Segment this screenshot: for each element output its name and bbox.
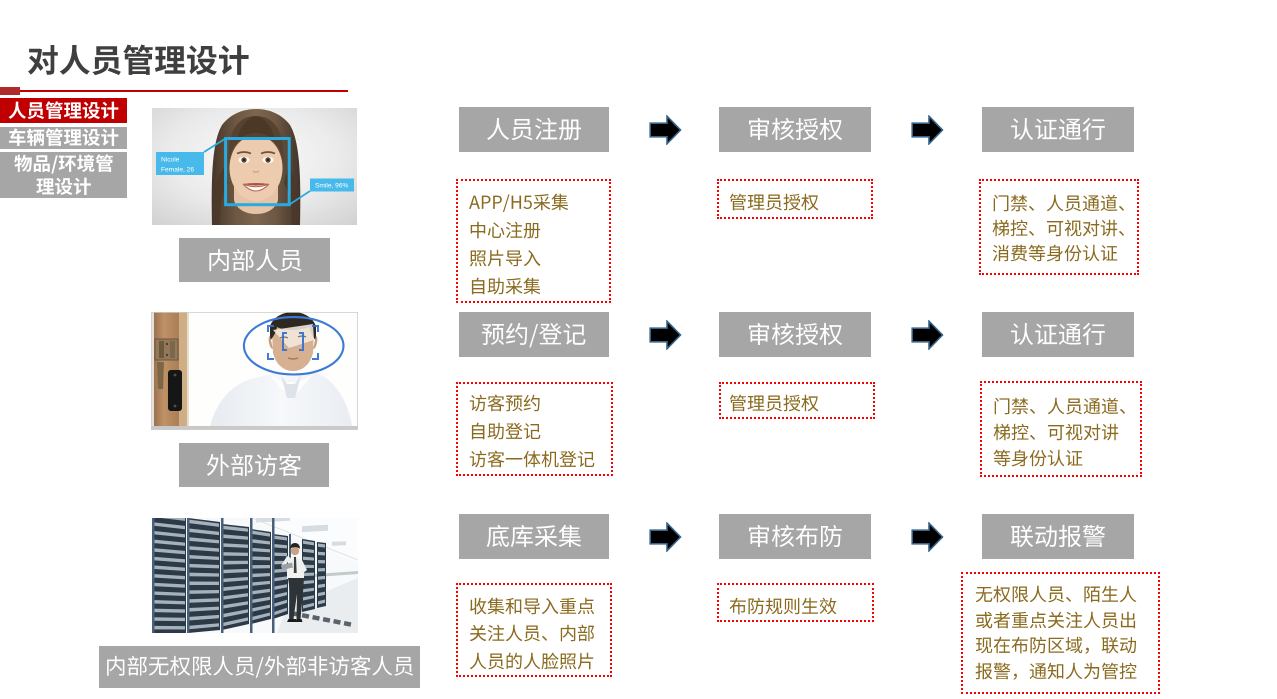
svg-text:Nicole: Nicole — [161, 157, 180, 164]
svg-text:Female, 26: Female, 26 — [161, 167, 194, 174]
svg-text:Smile, 96%: Smile, 96% — [315, 183, 348, 190]
